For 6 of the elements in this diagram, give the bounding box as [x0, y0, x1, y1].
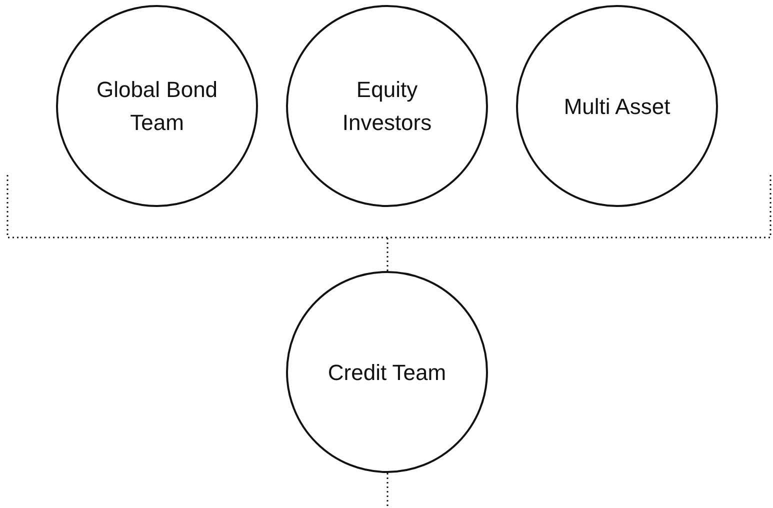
- connector-line: [386, 238, 388, 271]
- team-label: Global Bond Team: [95, 76, 219, 137]
- team-label: Equity Investors: [341, 76, 433, 137]
- connector-line: [386, 473, 388, 508]
- team-label: Credit Team: [326, 358, 448, 386]
- team-label: Multi Asset: [562, 92, 672, 120]
